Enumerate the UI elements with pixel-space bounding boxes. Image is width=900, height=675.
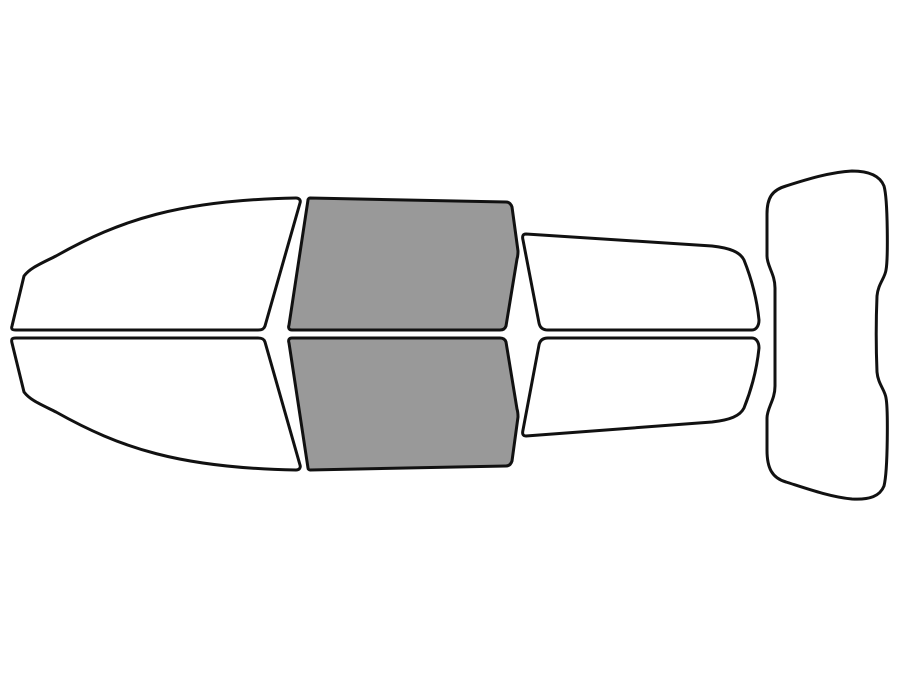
window-front-windshield-upper[interactable] xyxy=(10,196,302,332)
window-rear-windshield[interactable] xyxy=(765,169,889,501)
window-front-windshield-lower[interactable] xyxy=(10,336,302,472)
window-front-door-lower[interactable] xyxy=(287,336,520,472)
window-rear-door-lower[interactable] xyxy=(521,336,761,438)
window-rear-door-upper[interactable] xyxy=(521,232,761,332)
window-front-door-upper[interactable] xyxy=(287,196,520,332)
